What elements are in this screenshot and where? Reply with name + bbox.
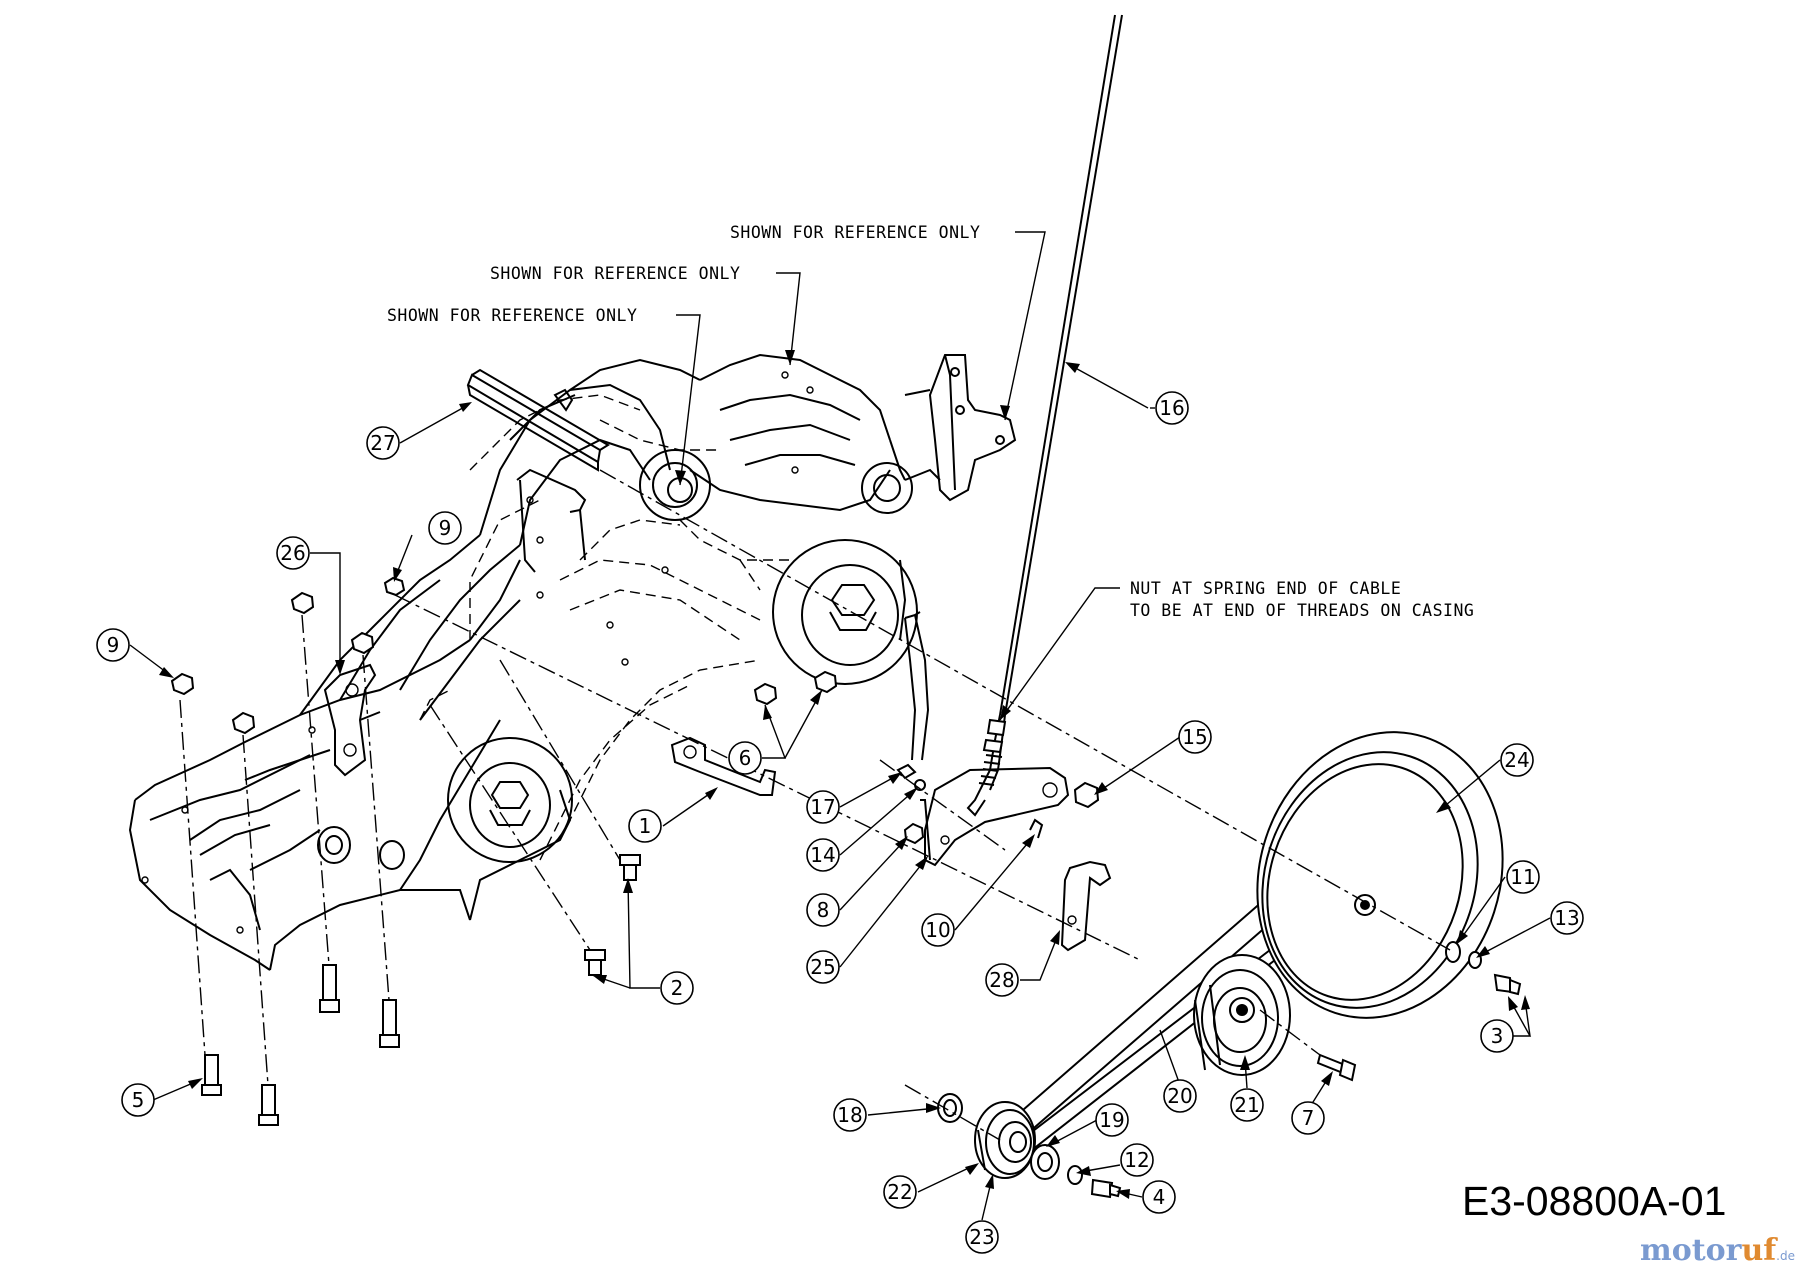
- callout-13[interactable]: 13: [1550, 901, 1584, 935]
- callout-5[interactable]: 5: [121, 1083, 155, 1117]
- svg-text:8: 8: [817, 898, 830, 922]
- svg-text:2: 2: [671, 976, 684, 1000]
- svg-text:3: 3: [1491, 1024, 1504, 1048]
- svg-text:13: 13: [1554, 906, 1579, 930]
- callouts: 1 2 3 4 5 6 7 8 9 9 10 11 12 13 14 15 16…: [96, 391, 1584, 1254]
- watermark-logo: motoruf.de: [1640, 1233, 1795, 1268]
- callout-20[interactable]: 20: [1163, 1079, 1197, 1113]
- callout-1[interactable]: 1: [628, 809, 662, 843]
- callout-19[interactable]: 19: [1095, 1103, 1129, 1137]
- svg-text:12: 12: [1124, 1148, 1149, 1172]
- callout-3[interactable]: 3: [1480, 1019, 1514, 1053]
- callout-23[interactable]: 23: [965, 1220, 999, 1254]
- callout-22[interactable]: 22: [883, 1175, 917, 1209]
- assembly-axes: [179, 469, 1451, 1141]
- svg-text:1: 1: [639, 814, 652, 838]
- callout-26[interactable]: 26: [276, 536, 310, 570]
- svg-text:27: 27: [370, 431, 395, 455]
- svg-text:23: 23: [969, 1225, 994, 1249]
- svg-text:motoruf.de: motoruf.de: [1640, 1233, 1795, 1268]
- callout-9-upper[interactable]: 9: [428, 511, 462, 545]
- shift-rod: [896, 611, 930, 791]
- callout-9-lower[interactable]: 9: [96, 628, 130, 662]
- drawing-number: E3-08800A-01: [1462, 1178, 1726, 1224]
- svg-text:20: 20: [1167, 1084, 1192, 1108]
- callout-14[interactable]: 14: [806, 838, 840, 872]
- reference-note-2: SHOWN FOR REFERENCE ONLY: [490, 264, 740, 283]
- svg-text:4: 4: [1153, 1185, 1166, 1209]
- callout-17[interactable]: 17: [806, 790, 840, 824]
- part-27-tine-shield-bracket: [466, 368, 610, 573]
- callout-25[interactable]: 25: [806, 950, 840, 984]
- callout-18[interactable]: 18: [833, 1098, 867, 1132]
- callout-11[interactable]: 11: [1506, 860, 1540, 894]
- svg-text:7: 7: [1302, 1106, 1315, 1130]
- svg-text:22: 22: [887, 1180, 912, 1204]
- svg-text:26: 26: [280, 541, 305, 565]
- svg-text:10: 10: [925, 918, 950, 942]
- svg-text:17: 17: [810, 795, 835, 819]
- reference-note-1: SHOWN FOR REFERENCE ONLY: [730, 223, 980, 242]
- svg-text:19: 19: [1099, 1108, 1124, 1132]
- callout-2[interactable]: 2: [660, 971, 694, 1005]
- transmission-housing: [128, 353, 1017, 971]
- callout-27[interactable]: 27: [366, 426, 400, 460]
- svg-text:16: 16: [1159, 396, 1184, 420]
- callout-28[interactable]: 28: [985, 963, 1019, 997]
- leader-lines: [129, 231, 1551, 1221]
- svg-text:28: 28: [989, 968, 1014, 992]
- svg-text:25: 25: [810, 955, 835, 979]
- svg-text:11: 11: [1510, 865, 1535, 889]
- reference-note-3: SHOWN FOR REFERENCE ONLY: [387, 306, 637, 325]
- callout-7[interactable]: 7: [1291, 1101, 1325, 1135]
- svg-text:9: 9: [439, 516, 452, 540]
- callout-10[interactable]: 10: [921, 913, 955, 947]
- svg-text:6: 6: [739, 746, 752, 770]
- callout-21[interactable]: 21: [1230, 1088, 1264, 1122]
- callout-8[interactable]: 8: [806, 893, 840, 927]
- part-16-control-cable: [966, 14, 1123, 817]
- svg-text:5: 5: [132, 1088, 145, 1112]
- callout-24[interactable]: 24: [1500, 743, 1534, 777]
- callout-4[interactable]: 4: [1142, 1180, 1176, 1214]
- svg-text:21: 21: [1234, 1093, 1259, 1117]
- part-26-bracket: [323, 663, 381, 777]
- part-21-pulley: [1193, 954, 1291, 1076]
- cable-note-line-1: NUT AT SPRING END OF CABLE: [1130, 579, 1401, 598]
- part-1-bracket: [670, 736, 777, 796]
- svg-text:15: 15: [1182, 725, 1207, 749]
- cable-note-line-2: TO BE AT END OF THREADS ON CASING: [1130, 601, 1474, 620]
- svg-text:18: 18: [837, 1103, 862, 1127]
- svg-text:24: 24: [1504, 748, 1529, 772]
- callout-16[interactable]: 16: [1155, 391, 1189, 425]
- callout-15[interactable]: 15: [1178, 720, 1212, 754]
- hardware: [170, 576, 1522, 1199]
- part-24-large-pulley: [1256, 731, 1504, 1019]
- callout-6[interactable]: 6: [728, 741, 762, 775]
- part-28-clip: [1060, 860, 1112, 952]
- svg-text:9: 9: [107, 633, 120, 657]
- reference-notes: SHOWN FOR REFERENCE ONLY SHOWN FOR REFER…: [387, 223, 1474, 620]
- svg-text:14: 14: [810, 843, 835, 867]
- callout-12[interactable]: 12: [1120, 1143, 1154, 1177]
- part-22-23-engine-pulley: [974, 1101, 1036, 1179]
